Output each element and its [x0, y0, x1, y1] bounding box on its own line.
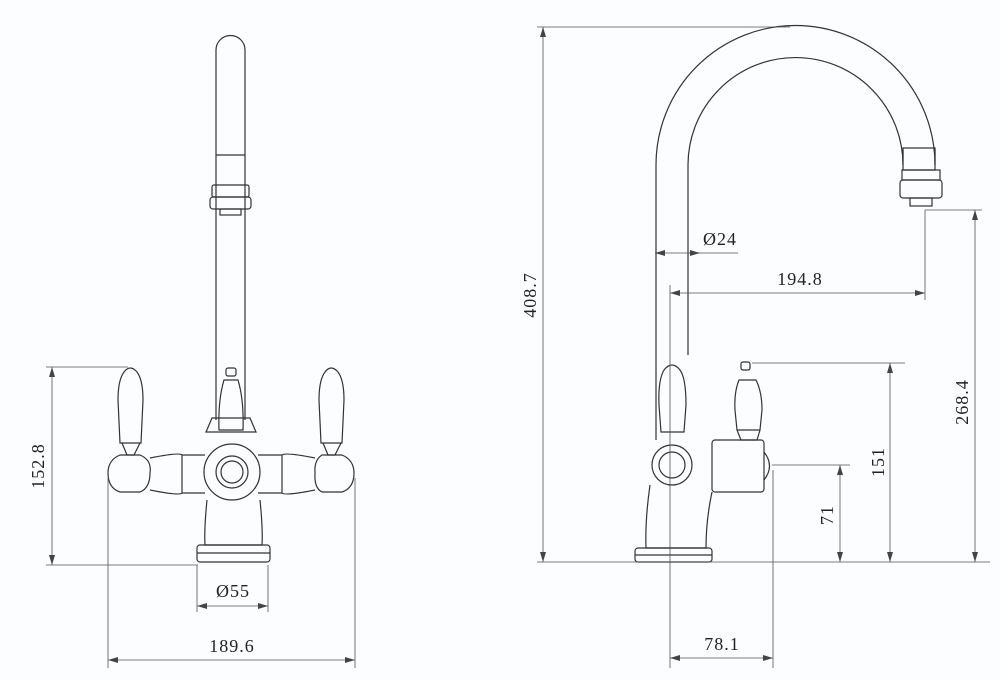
- dim-71-label: 71: [817, 505, 837, 525]
- side-dimensions: 408.7 Ø24 194.8 268.4 151 71 78.1: [520, 26, 990, 668]
- dim-408-7-label: 408.7: [520, 272, 540, 318]
- front-right-lever: [318, 367, 345, 444]
- dim-189-6-label: 189.6: [209, 636, 255, 656]
- side-left-lever: [658, 364, 687, 433]
- side-hub: [651, 444, 693, 486]
- dim-194-8-label: 194.8: [777, 269, 823, 289]
- side-view-faucet: [634, 24, 943, 563]
- side-body-block: [711, 439, 765, 493]
- front-spout-tube: [215, 34, 246, 420]
- dim-diameter-55-label: Ø55: [216, 581, 250, 601]
- front-base-column: [204, 499, 263, 546]
- front-center-lever: [218, 379, 244, 431]
- dim-151-label: 151: [868, 447, 888, 477]
- dim-diameter-24-label: Ø24: [703, 229, 737, 249]
- front-arms: [149, 453, 316, 495]
- side-gooseneck-spout: [655, 24, 936, 440]
- front-dimensions: 152.8 Ø55 189.6: [28, 366, 356, 668]
- front-view-faucet: [107, 34, 355, 563]
- dim-268-4-label: 268.4: [952, 379, 972, 425]
- side-right-lever: [734, 379, 763, 431]
- dim-78-1-label: 78.1: [704, 634, 740, 654]
- front-left-lever: [117, 367, 144, 444]
- front-hub: [203, 443, 261, 501]
- dim-152-8-label: 152.8: [28, 443, 48, 489]
